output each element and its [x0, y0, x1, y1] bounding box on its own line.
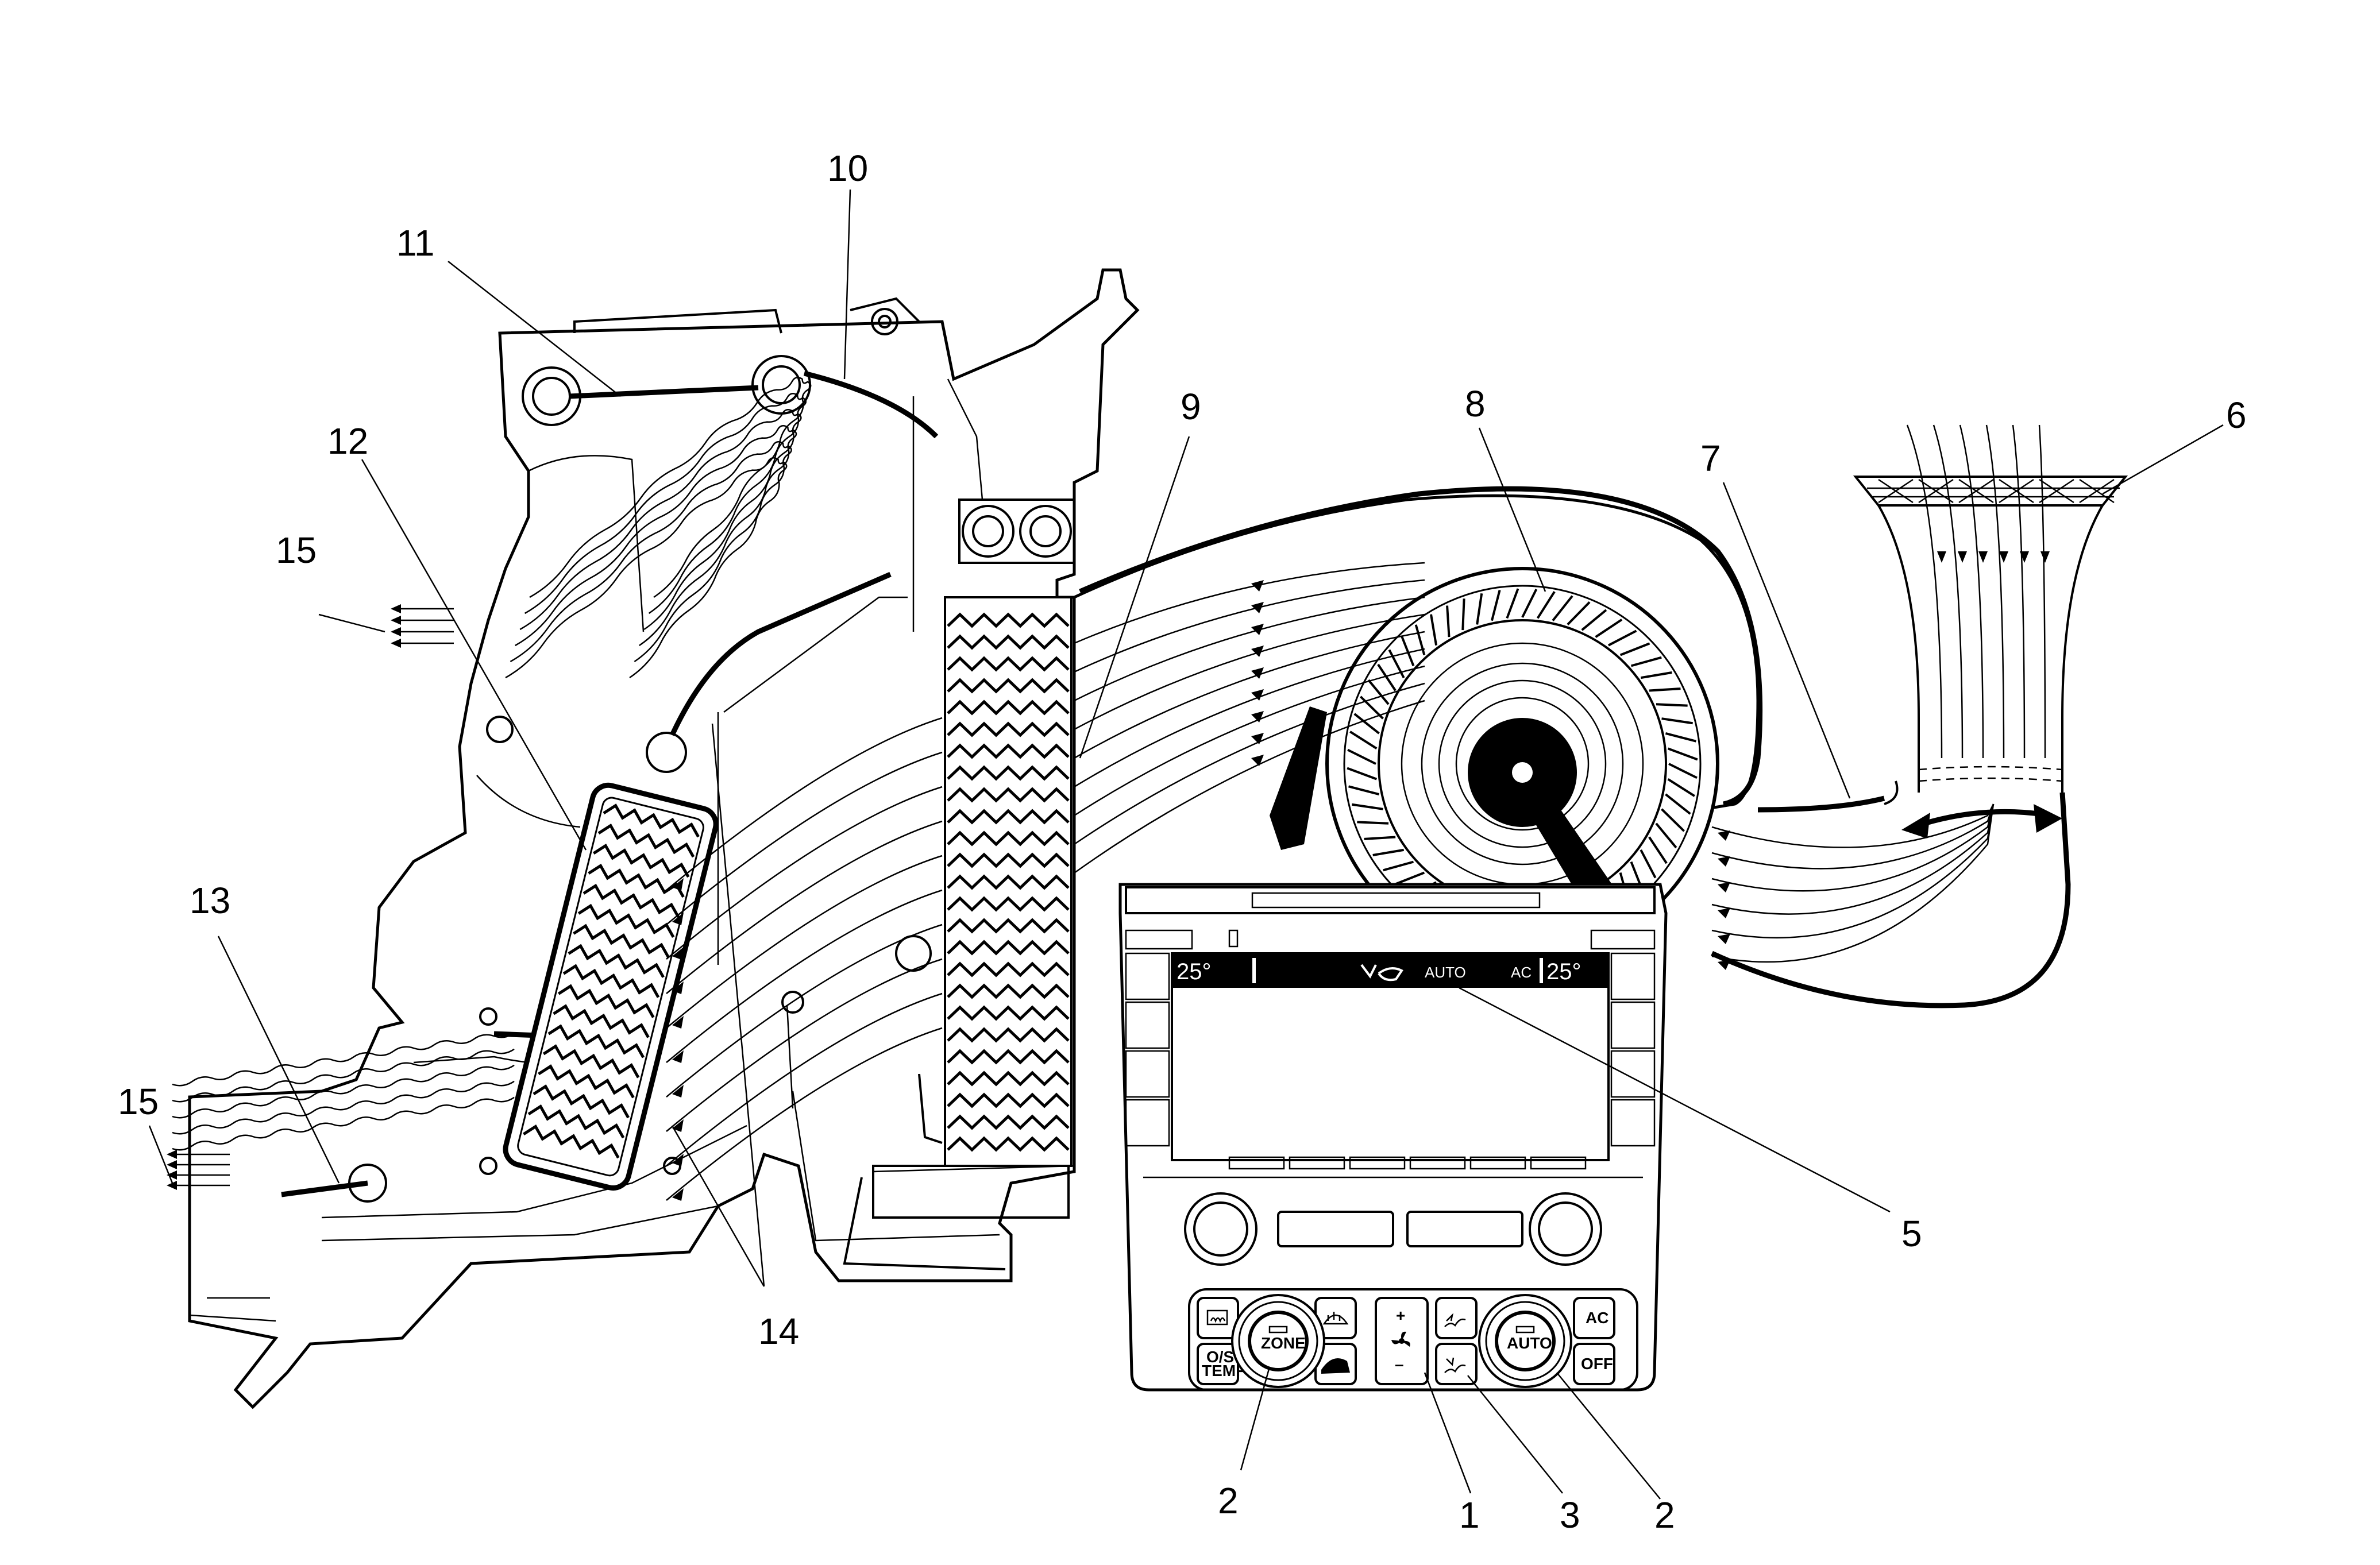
front-defrost-icon — [1322, 1312, 1349, 1325]
softkey[interactable] — [1289, 1156, 1345, 1170]
evaporator-core — [843, 596, 1073, 1270]
airflow-mode-icon — [1360, 964, 1403, 981]
airflow-lower-icon — [1444, 1357, 1466, 1373]
callout-5: 5 — [1901, 1213, 1922, 1254]
tune-knob[interactable] — [1529, 1192, 1602, 1266]
heater-core — [503, 782, 719, 1191]
mode-lower-button[interactable] — [1435, 1343, 1478, 1385]
passenger-temperature-knob[interactable]: AUTO — [1478, 1294, 1572, 1388]
blower-airflow-lines — [1074, 562, 1995, 970]
callout-10: 10 — [827, 148, 868, 189]
softkey-column-right — [1590, 929, 1656, 1147]
softkey[interactable] — [1125, 1099, 1170, 1147]
ac-readout: AC — [1511, 964, 1532, 981]
auto-label: AUTO — [1507, 1334, 1552, 1352]
callout-15-upper: 15 — [276, 530, 317, 571]
passenger-temp-readout: 25° — [1546, 959, 1581, 984]
volume-knob[interactable] — [1184, 1192, 1257, 1266]
radio-hvac-control-head: 25° AUTO AC 25° — [1118, 883, 1668, 1392]
driver-temp-readout: 25° — [1177, 959, 1212, 984]
softkey[interactable] — [1349, 1156, 1406, 1170]
callout-9: 9 — [1181, 386, 1201, 427]
callout-14: 14 — [758, 1311, 799, 1352]
callout-3: 3 — [1560, 1494, 1580, 1536]
recirculation-door — [1757, 795, 1885, 813]
softkey[interactable] — [1125, 929, 1193, 950]
rear-defrost-icon — [1206, 1309, 1228, 1326]
softkey[interactable] — [1610, 952, 1656, 1000]
outside-air-inlet — [1711, 424, 2128, 1008]
softkey[interactable] — [1610, 1001, 1656, 1049]
heated-airflow — [172, 376, 943, 1201]
callout-15-lower: 15 — [118, 1081, 159, 1122]
callout-labels: 1 2 2 3 5 6 7 8 9 10 11 12 13 14 15 15 — [118, 148, 2247, 1536]
callout-1: 1 — [1459, 1494, 1480, 1536]
callout-12: 12 — [327, 420, 368, 462]
fan-minus: – — [1395, 1355, 1404, 1373]
ac-button[interactable] — [1573, 1297, 1615, 1339]
softkey[interactable] — [1125, 1001, 1170, 1049]
softkey[interactable] — [1530, 1156, 1587, 1170]
fan-speed-rocker[interactable] — [1375, 1297, 1429, 1385]
fan-plus: + — [1396, 1307, 1405, 1324]
softkey[interactable] — [1590, 929, 1656, 950]
internal-door — [669, 571, 892, 736]
callout-7: 7 — [1700, 438, 1721, 479]
fan-icon — [1391, 1331, 1410, 1347]
zone-label: ZONE — [1261, 1334, 1306, 1352]
defrost-door — [281, 1180, 368, 1197]
callout-2-right: 2 — [1654, 1494, 1675, 1536]
display-status-bar — [1172, 953, 1608, 988]
mode-upper-button[interactable] — [1435, 1297, 1478, 1339]
airflow-upper-icon — [1444, 1313, 1466, 1327]
softkey[interactable] — [1610, 1050, 1656, 1098]
outlet-arrows-upper — [391, 604, 454, 648]
radio-button[interactable] — [1406, 1211, 1523, 1247]
leader-lines — [148, 189, 2224, 1500]
softkey[interactable] — [1228, 1156, 1285, 1170]
softkey[interactable] — [1409, 1156, 1466, 1170]
off-label: OFF — [1581, 1355, 1613, 1373]
callout-11: 11 — [396, 222, 434, 264]
callout-8: 8 — [1465, 383, 1486, 424]
callout-13: 13 — [190, 880, 230, 921]
temperature-door — [568, 385, 759, 399]
off-button[interactable] — [1573, 1343, 1615, 1385]
os-temp-label-1: O/S — [1206, 1348, 1234, 1366]
softkey[interactable] — [1469, 1156, 1526, 1170]
softkey[interactable] — [1610, 1099, 1656, 1147]
radio-button[interactable] — [1277, 1211, 1394, 1247]
air-inlet-fin — [1270, 706, 1327, 850]
softkey[interactable] — [1125, 952, 1170, 1000]
recirculation-icon — [1321, 1358, 1350, 1374]
callout-2-left: 2 — [1218, 1480, 1239, 1521]
softkey-column-left — [1125, 929, 1239, 1147]
callout-6: 6 — [2226, 395, 2247, 436]
mode-readout: AUTO — [1425, 964, 1466, 981]
softkey[interactable] — [1125, 1050, 1170, 1098]
mounting-boss — [958, 499, 1075, 564]
screen-bottom-softkeys — [1228, 1156, 1587, 1170]
outlet-arrows-lower — [167, 1150, 230, 1190]
driver-temperature-knob[interactable]: ZONE — [1231, 1294, 1325, 1388]
ac-label: AC — [1586, 1309, 1608, 1327]
door-travel-arrow — [1912, 809, 2051, 830]
mode-door — [803, 370, 939, 439]
